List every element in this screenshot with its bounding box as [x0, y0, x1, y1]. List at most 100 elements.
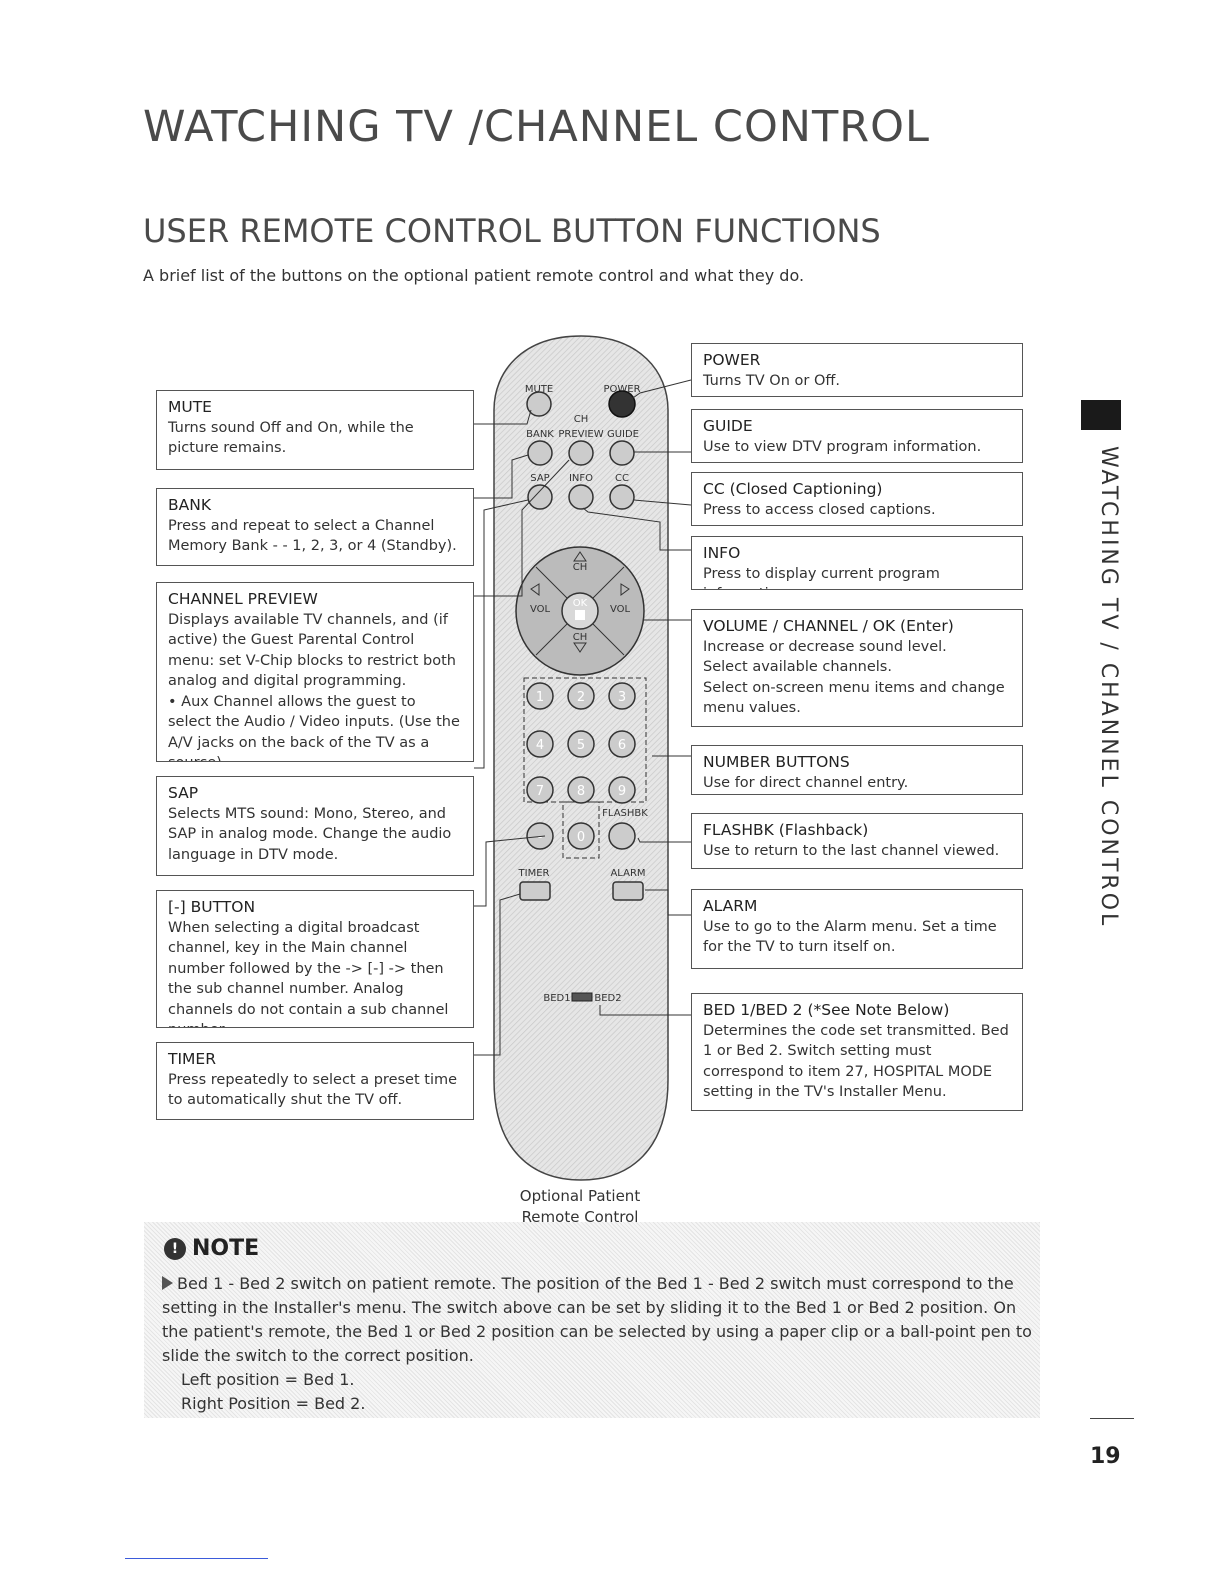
remote-digit-label: 9: [618, 784, 626, 799]
remote-label-flashbk: FLASHBK: [602, 808, 648, 819]
remote-digit-button: [567, 730, 595, 758]
note-panel: [144, 1222, 1040, 1418]
bank-description: BANK Press and repeat to select a Channe…: [156, 488, 474, 566]
side-tab-label: WATCHING TV / CHANNEL CONTROL: [1096, 446, 1121, 929]
remote-flashbk-button: [608, 822, 636, 850]
alarm-description: ALARM Use to go to the Alarm menu. Set a…: [691, 889, 1023, 969]
timer-text: Press repeatedly to select a preset time…: [168, 1071, 458, 1109]
flashbk-description: FLASHBK (Flashback) Use to return to the…: [691, 813, 1023, 869]
remote-label-guide: GUIDE: [607, 429, 639, 440]
remote-label-mute: MUTE: [525, 384, 553, 395]
flashbk-text: Use to return to the last channel viewed…: [703, 842, 1000, 859]
note-heading: ! NOTE: [164, 1236, 259, 1261]
right-leader-lines: [582, 379, 692, 1016]
intro-text: A brief list of the buttons on the optio…: [143, 266, 805, 285]
bed-switch-title: BED 1/BED 2 (*See Note Below): [703, 1001, 950, 1019]
remote-label-timer: TIMER: [518, 868, 550, 879]
power-description: POWER Turns TV On or Off.: [691, 343, 1023, 397]
remote-ch-down-arrow: [573, 642, 587, 653]
remote-label-bed1: BED1: [543, 993, 570, 1004]
info-title: INFO: [703, 544, 741, 562]
volume-channel-ok-text: Increase or decrease sound level. Select…: [703, 638, 1005, 717]
remote-ok-square: [575, 610, 585, 620]
remote-digit-button: [567, 682, 595, 710]
mute-description: MUTE Turns sound Off and On, while the p…: [156, 390, 474, 470]
remote-info-button: [568, 484, 594, 510]
volume-channel-ok-title: VOLUME / CHANNEL / OK (Enter): [703, 617, 954, 635]
sap-text: Selects MTS sound: Mono, Stereo, and SAP…: [168, 805, 452, 863]
remote-label-ok: OK: [573, 598, 588, 609]
number-buttons-text: Use for direct channel entry.: [703, 774, 909, 791]
remote-digit-label: 1: [536, 690, 544, 705]
alarm-text: Use to go to the Alarm menu. Set a time …: [703, 918, 997, 956]
number-buttons-description: NUMBER BUTTONS Use for direct channel en…: [691, 745, 1023, 795]
remote-digit-button: [608, 730, 636, 758]
remote-label-cc: CC: [615, 473, 629, 484]
remote-vol-up-arrow: [620, 583, 630, 596]
remote-digit-label: 6: [618, 738, 626, 753]
page-title: WATCHING TV /CHANNEL CONTROL: [143, 102, 930, 152]
side-tab-marker: [1081, 400, 1121, 430]
alarm-title: ALARM: [703, 897, 758, 915]
remote-digit-label: 5: [577, 738, 585, 753]
cc-text: Press to access closed captions.: [703, 501, 936, 518]
remote-timer-button: [519, 881, 551, 901]
remote-label-preview: PREVIEW: [558, 429, 603, 440]
remote-digit-button: [567, 776, 595, 804]
remote-digit-button: [526, 822, 554, 850]
remote-alarm-button: [612, 881, 644, 901]
info-text: Press to display current program informa…: [703, 565, 940, 590]
page-number: 19: [1090, 1444, 1121, 1469]
number-buttons-title: NUMBER BUTTONS: [703, 753, 850, 771]
mute-text: Turns sound Off and On, while the pictur…: [168, 419, 414, 457]
arrow-bullet-icon: [162, 1276, 173, 1290]
remote-label-bed2: BED2: [594, 993, 621, 1004]
remote-digit-button: [526, 776, 554, 804]
remote-body: [493, 335, 669, 1181]
remote-label-ch: CH: [574, 414, 589, 425]
section-title: USER REMOTE CONTROL BUTTON FUNCTIONS: [143, 212, 881, 250]
remote-power-button: [608, 390, 636, 418]
remote-label-vol-right: VOL: [610, 604, 631, 615]
remote-digit-label: 0: [577, 830, 585, 845]
bank-text: Press and repeat to select a Channel Mem…: [168, 517, 457, 555]
note-line: Left position = Bed 1.: [181, 1370, 355, 1389]
remote-guide-button: [609, 440, 635, 466]
remote-digit-button: [526, 730, 554, 758]
remote-label-sap: SAP: [530, 473, 549, 484]
remote-bank-button: [527, 440, 553, 466]
remote-label-bank: BANK: [526, 429, 554, 440]
remote-label-info: INFO: [569, 473, 593, 484]
remote-label-ch-down: CH: [573, 632, 588, 643]
remote-preview-button: [568, 440, 594, 466]
remote-label-alarm: ALARM: [610, 868, 645, 879]
remote-bed-switch: [571, 992, 593, 1002]
power-text: Turns TV On or Off.: [703, 372, 840, 389]
note-icon: !: [164, 1237, 186, 1260]
channel-preview-text: Displays available TV channels, and (if …: [168, 611, 460, 762]
bed-switch-text: Determines the code set transmitted. Bed…: [703, 1022, 1009, 1101]
remote-digit-label: 4: [536, 738, 544, 753]
remote-digit-button: [526, 682, 554, 710]
timer-description: TIMER Press repeatedly to select a prese…: [156, 1042, 474, 1120]
remote-vol-down-arrow: [530, 583, 540, 596]
left-leader-lines: [474, 409, 570, 1056]
note-body: Bed 1 - Bed 2 switch on patient remote. …: [162, 1272, 1032, 1416]
sap-title: SAP: [168, 784, 199, 802]
remote-caption: Optional Patient Remote Control: [519, 1187, 641, 1226]
remote-digit-button: [608, 682, 636, 710]
cc-title: CC (Closed Captioning): [703, 480, 883, 498]
remote-label-power: POWER: [603, 384, 640, 395]
remote-label-ch-up: CH: [573, 562, 588, 573]
note-line: Bed 1 - Bed 2 switch on patient remote. …: [162, 1272, 1032, 1368]
remote-label-vol-left: VOL: [530, 604, 551, 615]
cc-description: CC (Closed Captioning) Press to access c…: [691, 472, 1023, 526]
channel-preview-title: CHANNEL PREVIEW: [168, 590, 318, 608]
footer-line: [125, 1558, 268, 1559]
power-title: POWER: [703, 351, 761, 369]
bank-title: BANK: [168, 496, 211, 514]
volume-channel-ok-description: VOLUME / CHANNEL / OK (Enter) Increase o…: [691, 609, 1023, 727]
remote-digit-label: 7: [536, 784, 544, 799]
remote-mute-button: [526, 391, 552, 417]
